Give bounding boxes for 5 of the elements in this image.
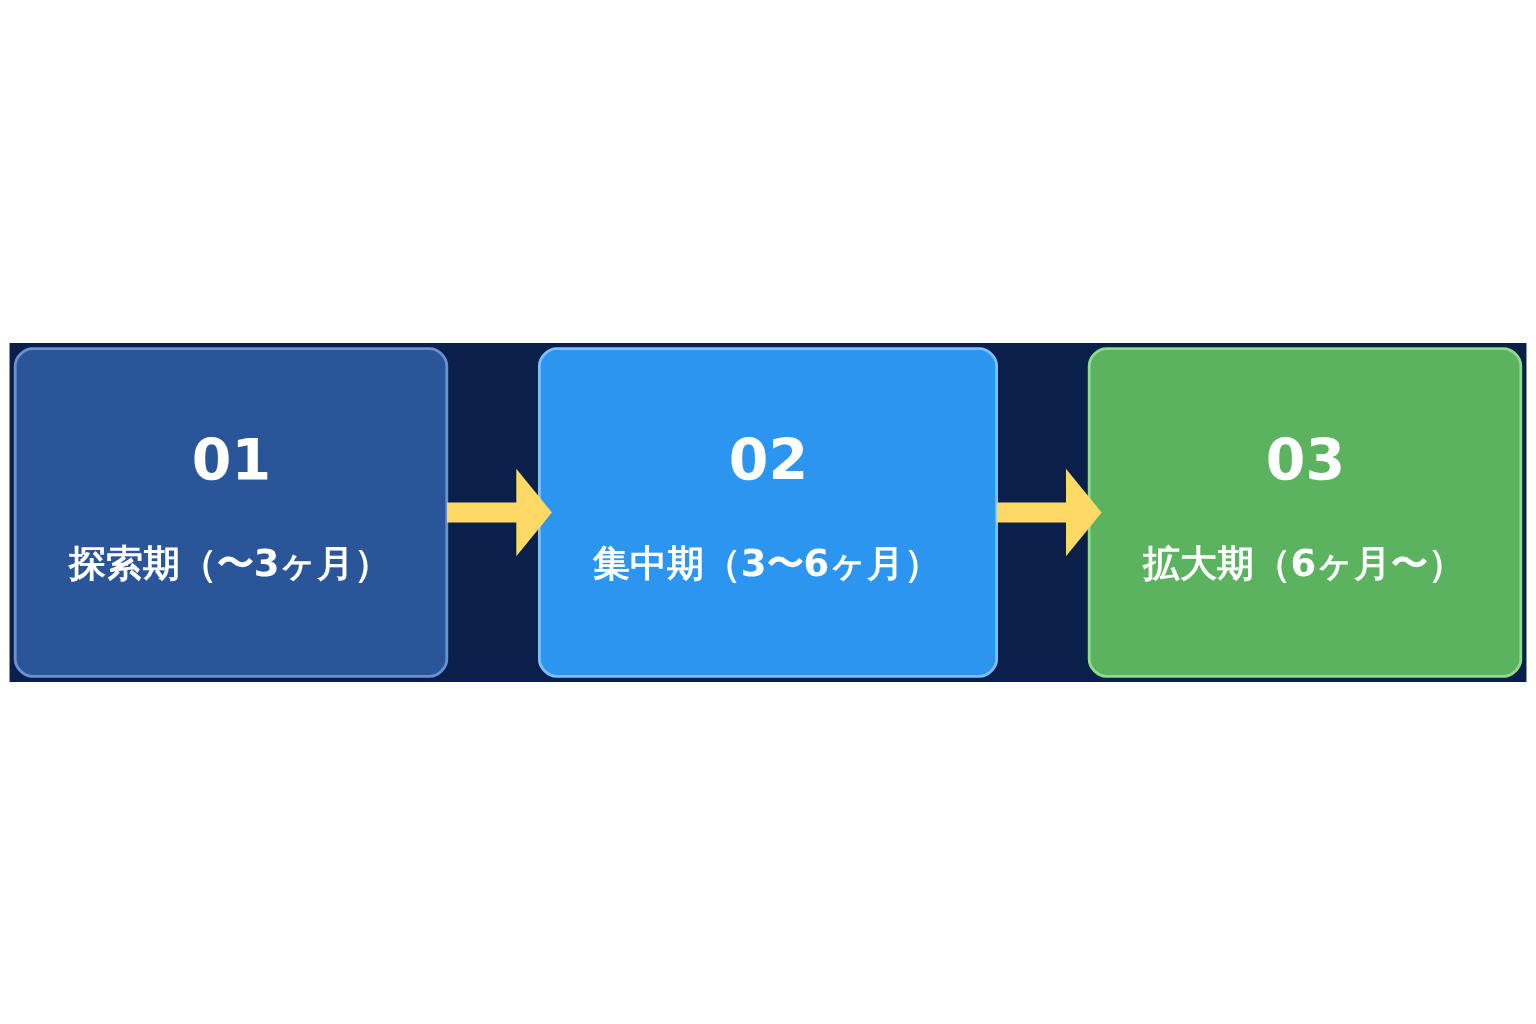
- node-box: 02 集中期（3〜6ヶ月）: [537, 346, 999, 678]
- node-box: 03 拡大期（6ヶ月〜）: [1087, 346, 1523, 678]
- arrow: [447, 468, 552, 556]
- arrow: [996, 468, 1102, 556]
- node-box: 01 探索期（〜3ヶ月）: [13, 346, 449, 678]
